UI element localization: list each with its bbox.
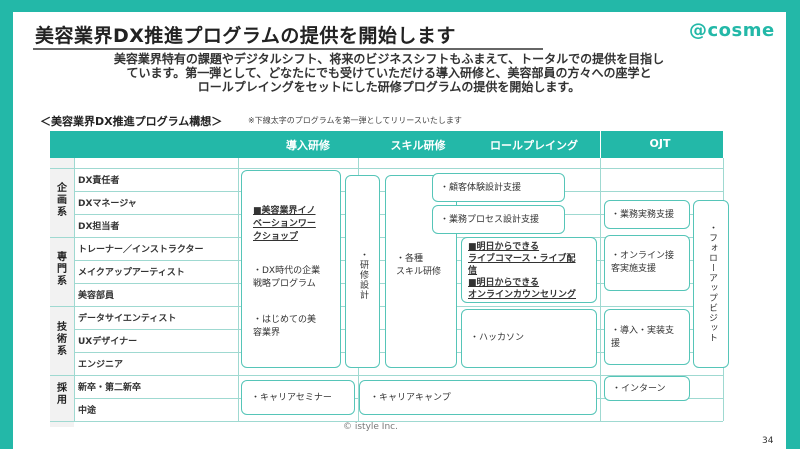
role-new-grad: 新卒・第二新卒: [78, 383, 142, 393]
program-first-beauty-line2: 容業界: [253, 328, 281, 338]
category-hiring: 採用: [50, 383, 74, 407]
copyright: © istyle Inc.: [343, 422, 398, 432]
program-training-design: ・研修設計: [358, 250, 368, 300]
program-intro-workshop-line3: クショップ: [253, 232, 299, 242]
slide-title: 美容業界DX推進プログラムの提供を開始します: [35, 25, 456, 47]
program-box-career-seminar: ・キャリアセミナー: [241, 380, 355, 415]
role-trainer: トレーナー／インストラクター: [78, 245, 204, 255]
title-underline: [33, 48, 543, 50]
program-box-hackathon: ・ハッカソン: [461, 309, 597, 368]
section-note: ※下線太字のプログラムを第一弾としてリリースいたします: [248, 116, 462, 125]
program-box-follow-up: ・フォローアップビジット: [693, 200, 729, 368]
intro-text: 美容業界特有の課題やデジタルシフト、将来のビジネスシフトもふまえて、トータルでの…: [16, 52, 762, 94]
header-corner: [50, 131, 238, 158]
program-box-business-process: ・業務プロセス設計支援: [432, 205, 565, 234]
role-dx-staff: DX担当者: [78, 222, 120, 232]
role-dx-manager: DXマネージャ: [78, 199, 137, 209]
program-career-camp: ・キャリアキャンプ: [370, 393, 451, 403]
grid-line: [600, 158, 601, 421]
grid-line: [74, 158, 75, 421]
program-live-commerce-line1: ■明日からできる: [468, 242, 540, 252]
role-makeup-artist: メイクアップアーティスト: [78, 268, 185, 278]
header-ojt: OJT: [649, 137, 671, 150]
category-technical: 技術系: [50, 322, 74, 358]
category-planning-label: 企画系: [57, 183, 67, 218]
program-live-commerce-line3: 信: [468, 266, 478, 276]
program-online-support-line2: 客実施支援: [611, 264, 657, 274]
program-box-implementation-support: ・導入・実装支 援: [604, 309, 690, 365]
program-skill-line1: ・各種: [396, 254, 424, 264]
category-planning: 企画系: [50, 183, 74, 219]
category-column: [50, 158, 74, 427]
program-online-counseling-line2: オンラインカウンセリング: [468, 290, 577, 300]
program-box-skill: ・各種 スキル研修: [385, 175, 457, 368]
category-specialist: 専門系: [50, 252, 74, 288]
program-box-training-design: ・研修設計: [345, 175, 380, 368]
section-title: ＜美容業界DX推進プログラム構想＞: [40, 115, 223, 128]
grid-line: [238, 158, 239, 421]
program-dx-strategy-line2: 戦略プログラム: [253, 279, 316, 289]
program-implementation-support-line2: 援: [611, 339, 621, 349]
intro-line-2: ています。第一弾として、どなたにでも受けていただける導入研修と、美容部員の方々へ…: [126, 66, 652, 80]
program-box-internship: ・インターン: [604, 376, 690, 401]
program-online-counseling-line1: ■明日からできる: [468, 278, 540, 288]
program-operations-support: ・業務実務支援: [611, 210, 675, 220]
program-box-operations-support: ・業務実務支援: [604, 200, 690, 229]
program-follow-up: ・フォローアップビジット: [707, 223, 717, 343]
program-dx-strategy-line1: ・DX時代の企業: [253, 266, 321, 276]
program-career-seminar: ・キャリアセミナー: [251, 393, 332, 403]
program-box-intro: ■美容業界イノ ベーションワー クショップ ・DX時代の企業 戦略プログラム ・…: [241, 170, 341, 368]
role-data-scientist: データサイエンティスト: [78, 314, 177, 324]
program-implementation-support-line1: ・導入・実装支: [611, 326, 675, 336]
program-live-commerce-line2: ライブコマース・ライブ配: [468, 254, 576, 264]
header-roleplay: ロールプレイング: [490, 139, 578, 152]
program-customer-experience: ・顧客体験設計支援: [440, 183, 522, 193]
program-box-online-support: ・オンライン接 客実施支援: [604, 235, 690, 291]
program-skill-line2: スキル研修: [396, 267, 442, 277]
program-box-roleplay: ■明日からできる ライブコマース・ライブ配 信 ■明日からできる オンラインカウ…: [461, 237, 597, 303]
page-number: 34: [762, 436, 774, 446]
program-internship: ・インターン: [612, 384, 666, 394]
intro-line-1: 美容業界特有の課題やデジタルシフト、将来のビジネスシフトもふまえて、トータルでの…: [113, 52, 665, 66]
program-online-support-line1: ・オンライン接: [611, 251, 675, 261]
category-specialist-label: 専門系: [57, 252, 67, 287]
program-first-beauty-line1: ・はじめての美: [253, 315, 317, 325]
program-intro-workshop-line2: ベーションワー: [253, 219, 316, 229]
header-bar-ojt: [601, 131, 723, 158]
program-intro-workshop-line1: ■美容業界イノ: [253, 206, 316, 216]
category-technical-label: 技術系: [57, 322, 67, 357]
cosme-logo: @cosme: [689, 20, 775, 41]
role-beauty-staff: 美容部員: [78, 291, 115, 301]
role-engineer: エンジニア: [78, 360, 124, 370]
header-skill-training: スキル研修: [390, 139, 446, 152]
category-hiring-label: 採用: [57, 383, 67, 406]
grid-line: [50, 168, 723, 169]
program-hackathon: ・ハッカソン: [470, 333, 525, 343]
program-box-customer-experience: ・顧客体験設計支援: [432, 173, 565, 202]
role-ux-designer: UXデザイナー: [78, 337, 138, 347]
role-mid-career: 中途: [78, 406, 97, 416]
role-dx-lead: DX責任者: [78, 176, 120, 186]
grid-line: [50, 421, 723, 422]
program-business-process: ・業務プロセス設計支援: [440, 215, 540, 225]
header-bar-training: [238, 131, 600, 158]
program-box-career-camp: ・キャリアキャンプ: [359, 380, 597, 415]
intro-line-3: ロールプレイングをセットにした研修プログラムの提供を開始します。: [197, 80, 581, 94]
grid-line: [50, 375, 723, 376]
header-intro-training: 導入研修: [286, 139, 330, 152]
